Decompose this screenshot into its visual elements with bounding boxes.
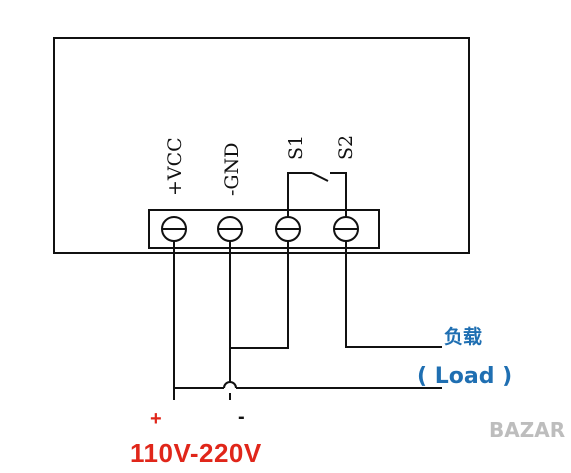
load-label-cn: 负载 bbox=[444, 325, 482, 348]
supply-voltage-label: 110V-220V bbox=[130, 438, 262, 468]
supply-minus-label: - bbox=[238, 406, 245, 428]
supply-plus-label: + bbox=[150, 408, 162, 430]
terminal-screw-vcc bbox=[161, 216, 187, 242]
terminal-screw-s1 bbox=[275, 216, 301, 242]
terminal-screw-gnd bbox=[217, 216, 243, 242]
terminal-screw-s2 bbox=[333, 216, 359, 242]
terminal-label-gnd: -GND bbox=[221, 143, 243, 196]
terminal-label-s2: S2 bbox=[335, 135, 357, 160]
load-label-en: ( Load ) bbox=[417, 364, 512, 389]
relay-switch bbox=[287, 172, 347, 217]
watermark-logo: BAZAR bbox=[489, 418, 565, 442]
terminal-label-vcc: +VCC bbox=[164, 137, 186, 196]
terminal-label-s1: S1 bbox=[285, 135, 307, 160]
wiring bbox=[173, 241, 442, 400]
